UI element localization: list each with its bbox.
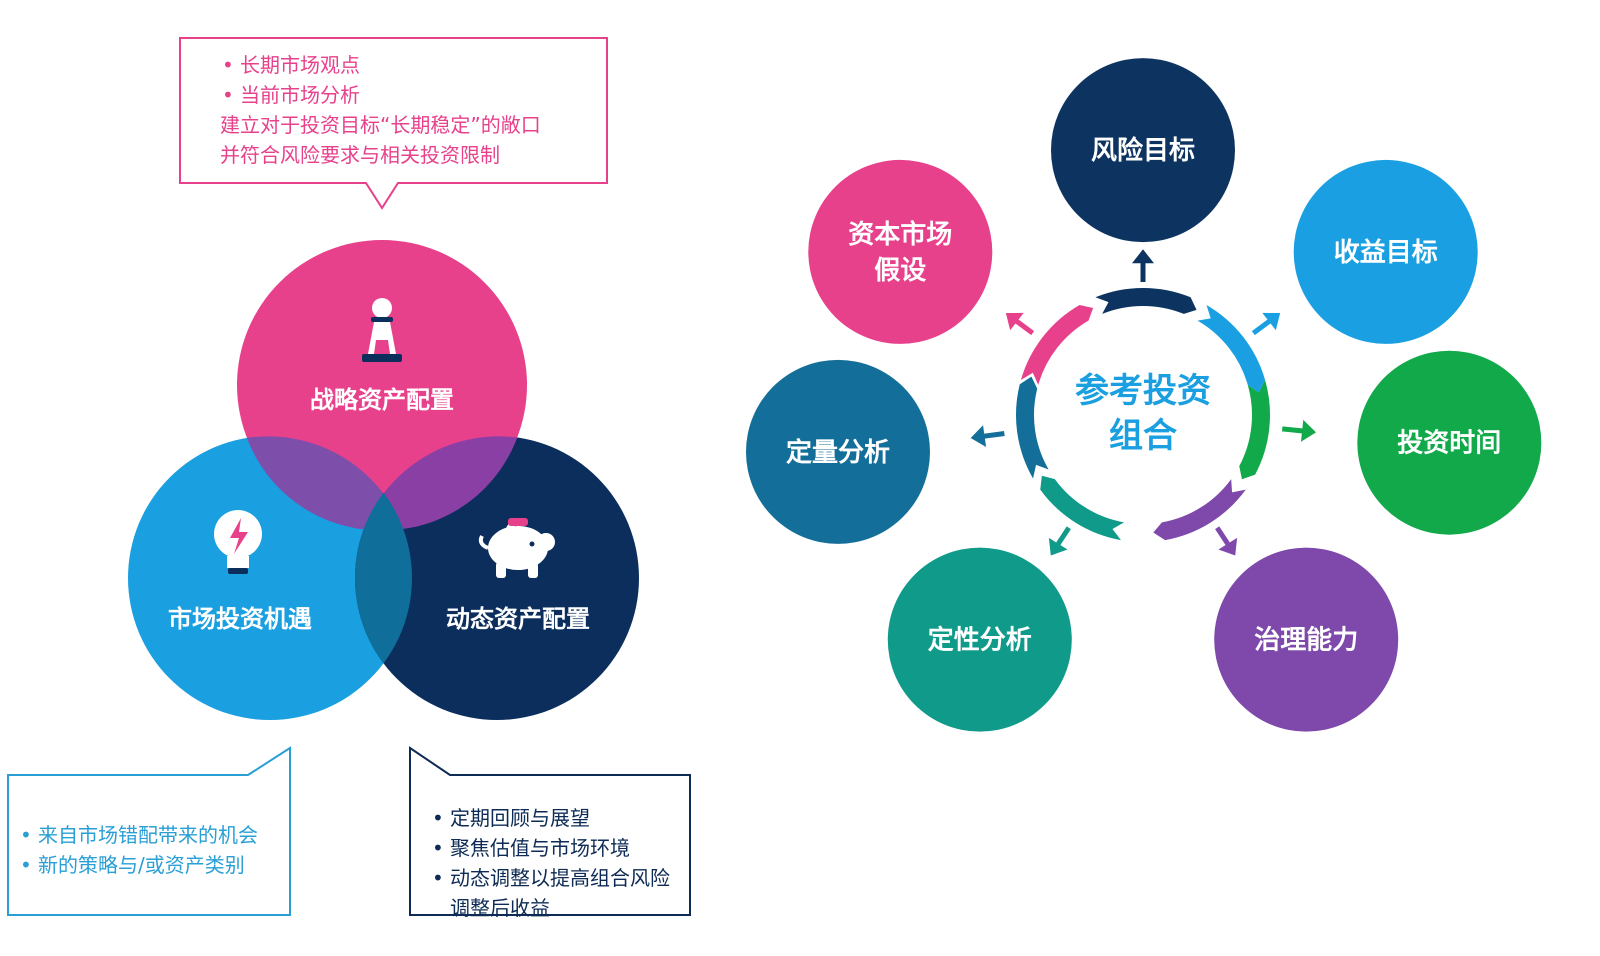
- outward-arrow-icon: [1215, 526, 1238, 556]
- venn-label-strategic: 战略资产配置: [310, 386, 454, 414]
- cycle-center-label-line-2: 组合: [1109, 416, 1177, 456]
- cycle-ring: [1015, 288, 1270, 541]
- callout-market-bullet: 新的策略与/或资产类别: [18, 850, 293, 880]
- cycle-node-label: 资本市场: [848, 219, 952, 250]
- venn-label-market: 市场投资机遇: [168, 605, 312, 633]
- callout-dynamic-bullet: 定期回顾与展望: [430, 803, 710, 833]
- piggy-bank-icon: [478, 518, 555, 578]
- cycle-node-circle: [1051, 58, 1235, 243]
- cycle-node-circle: [1293, 159, 1478, 344]
- cycle-node-label: 治理能力: [1254, 625, 1358, 656]
- cycle-outward-arrows: [970, 249, 1317, 556]
- cycle-node: 风险目标: [1051, 58, 1235, 243]
- cycle-node-label: 风险目标: [1091, 135, 1195, 166]
- cycle-node-label: 收益目标: [1334, 238, 1438, 268]
- cycle-ring-segment: [1153, 479, 1246, 541]
- callout-market-list: 来自市场错配带来的机会 新的策略与/或资产类别: [18, 820, 293, 880]
- cycle-node-circle: [887, 547, 1072, 732]
- callout-strategic-line: 建立对于投资目标“长期稳定”的敞口: [220, 113, 541, 137]
- callout-market-bullet: 来自市场错配带来的机会: [18, 820, 293, 850]
- cycle-center-label-line-1: 参考投资: [1075, 371, 1211, 411]
- venn-overlap-strategic-dynamic: [363, 436, 518, 531]
- callout-strategic-list: 长期市场观点 当前市场分析: [220, 50, 610, 110]
- outward-arrow-icon: [1281, 419, 1317, 442]
- outward-arrow-icon: [1048, 526, 1071, 556]
- callout-dynamic-bullet-line: 动态调整以提高组合风险: [450, 866, 670, 890]
- callout-strategic-bullet: 长期市场观点: [220, 50, 610, 80]
- venn-label-dynamic: 动态资产配置: [446, 605, 590, 633]
- chess-pawn-icon: [362, 298, 402, 362]
- callout-market: 来自市场错配带来的机会 新的策略与/或资产类别: [8, 772, 293, 917]
- venn-overlap-market-dynamic: [355, 492, 412, 664]
- venn-overlap-strategic-market: [246, 436, 404, 531]
- cycle-ring-segment: [1095, 288, 1197, 314]
- callout-strategic-line: 并符合风险要求与相关投资限制: [220, 143, 500, 167]
- cycle-node: 定性分析: [887, 547, 1072, 732]
- cycle-node-circle: [745, 359, 930, 544]
- callout-dynamic-list: 定期回顾与展望 聚焦估值与市场环境 动态调整以提高组合风险 调整后收益: [430, 803, 710, 923]
- cycle-node-label: 投资时间: [1397, 429, 1501, 459]
- callout-dynamic-bullet: 动态调整以提高组合风险 调整后收益: [430, 863, 710, 923]
- cycle-node-label: 定量分析: [786, 437, 890, 468]
- cycle-node-circle: [1357, 350, 1542, 535]
- outward-arrow-icon: [1132, 249, 1154, 282]
- venn-diagram: 战略资产配置 市场投资机遇 动态资产配置: [128, 240, 639, 720]
- callout-strategic-bullet: 当前市场分析: [220, 80, 610, 110]
- cycle-node: 投资时间: [1357, 350, 1542, 535]
- cycle-node: 治理能力: [1214, 547, 1399, 732]
- lightbulb-icon: [214, 510, 262, 574]
- cycle-node-circle: [808, 159, 993, 344]
- callout-strategic: 长期市场观点 当前市场分析 建立对于投资目标“长期稳定”的敞口 并符合风险要求与…: [180, 40, 610, 185]
- cycle-node-circle: [1214, 547, 1399, 732]
- cycle-ring-segment: [1239, 379, 1270, 480]
- cycle-node-label: 定性分析: [928, 625, 1032, 656]
- cycle-node-label: 假设: [874, 256, 926, 286]
- callout-dynamic: 定期回顾与展望 聚焦估值与市场环境 动态调整以提高组合风险 调整后收益: [420, 795, 710, 945]
- cycle-ring-segment: [1197, 305, 1266, 393]
- cycle-node: 收益目标: [1293, 159, 1478, 344]
- cycle-ring-segment: [1040, 475, 1125, 541]
- cycle-ring-segment: [1020, 305, 1094, 385]
- outward-arrow-icon: [1005, 312, 1035, 336]
- outward-arrow-icon: [970, 425, 1005, 448]
- callout-dynamic-bullet: 聚焦估值与市场环境: [430, 833, 710, 863]
- cycle-node: 定量分析: [745, 359, 930, 544]
- callout-dynamic-bullet-line: 调整后收益: [450, 896, 550, 920]
- outward-arrow-icon: [1251, 312, 1281, 336]
- cycle-ring-segment: [1015, 376, 1049, 479]
